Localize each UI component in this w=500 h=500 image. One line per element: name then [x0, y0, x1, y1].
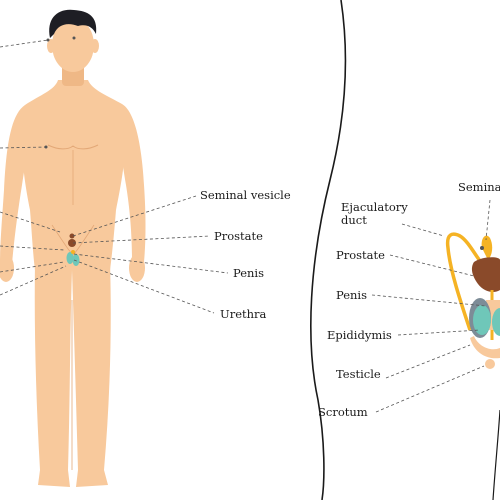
label-right-prostate: Prostate: [336, 248, 385, 262]
label-ejaculatory-duct-line1: Ejaculatory: [341, 200, 408, 214]
label-urethra: Urethra: [220, 307, 267, 321]
label-seminal-vesicle-partial: Semina: [458, 180, 500, 194]
label-ejaculatory-duct-line2: duct: [341, 213, 367, 227]
prostate-organ: [471, 257, 500, 292]
label-right-testicle: Testicle: [336, 367, 381, 381]
label-seminal-vesicle: Seminal vesicle: [200, 188, 291, 202]
label-right-scrotum: Scrotum: [318, 405, 368, 419]
label-prostate: Prostate: [214, 229, 263, 243]
label-right-epididymis: Epididymis: [327, 328, 392, 342]
testicle-organ: [473, 305, 491, 335]
label-right-penis: Penis: [336, 288, 367, 302]
label-penis: Penis: [233, 266, 264, 280]
reproductive-system: [445, 232, 500, 369]
zoom-outline: [310, 0, 347, 500]
hair: [49, 9, 97, 38]
human-figure: [0, 9, 146, 487]
